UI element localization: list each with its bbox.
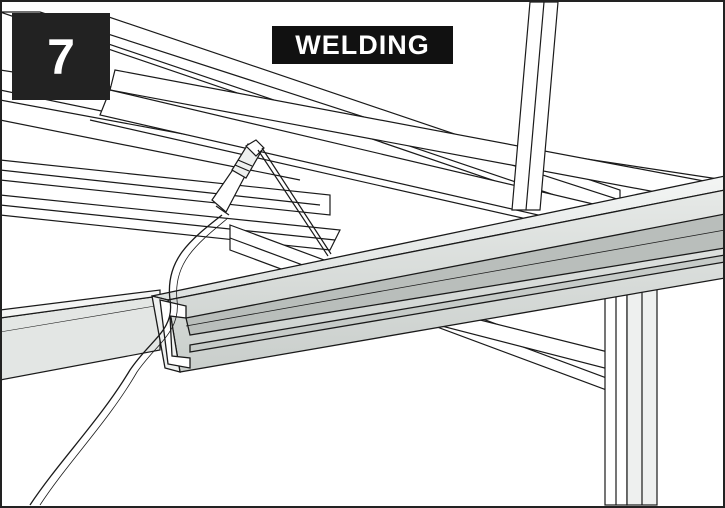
left-beam	[0, 289, 161, 381]
step-number-badge: 7	[12, 13, 110, 100]
welding-cable	[29, 214, 229, 506]
channel-beam	[151, 175, 725, 373]
vertical-post-lower	[604, 274, 658, 506]
step-title: WELDING	[272, 26, 453, 64]
background-rafters	[0, 11, 725, 251]
electrode-rod	[257, 147, 332, 257]
electrode-holder	[211, 139, 265, 216]
